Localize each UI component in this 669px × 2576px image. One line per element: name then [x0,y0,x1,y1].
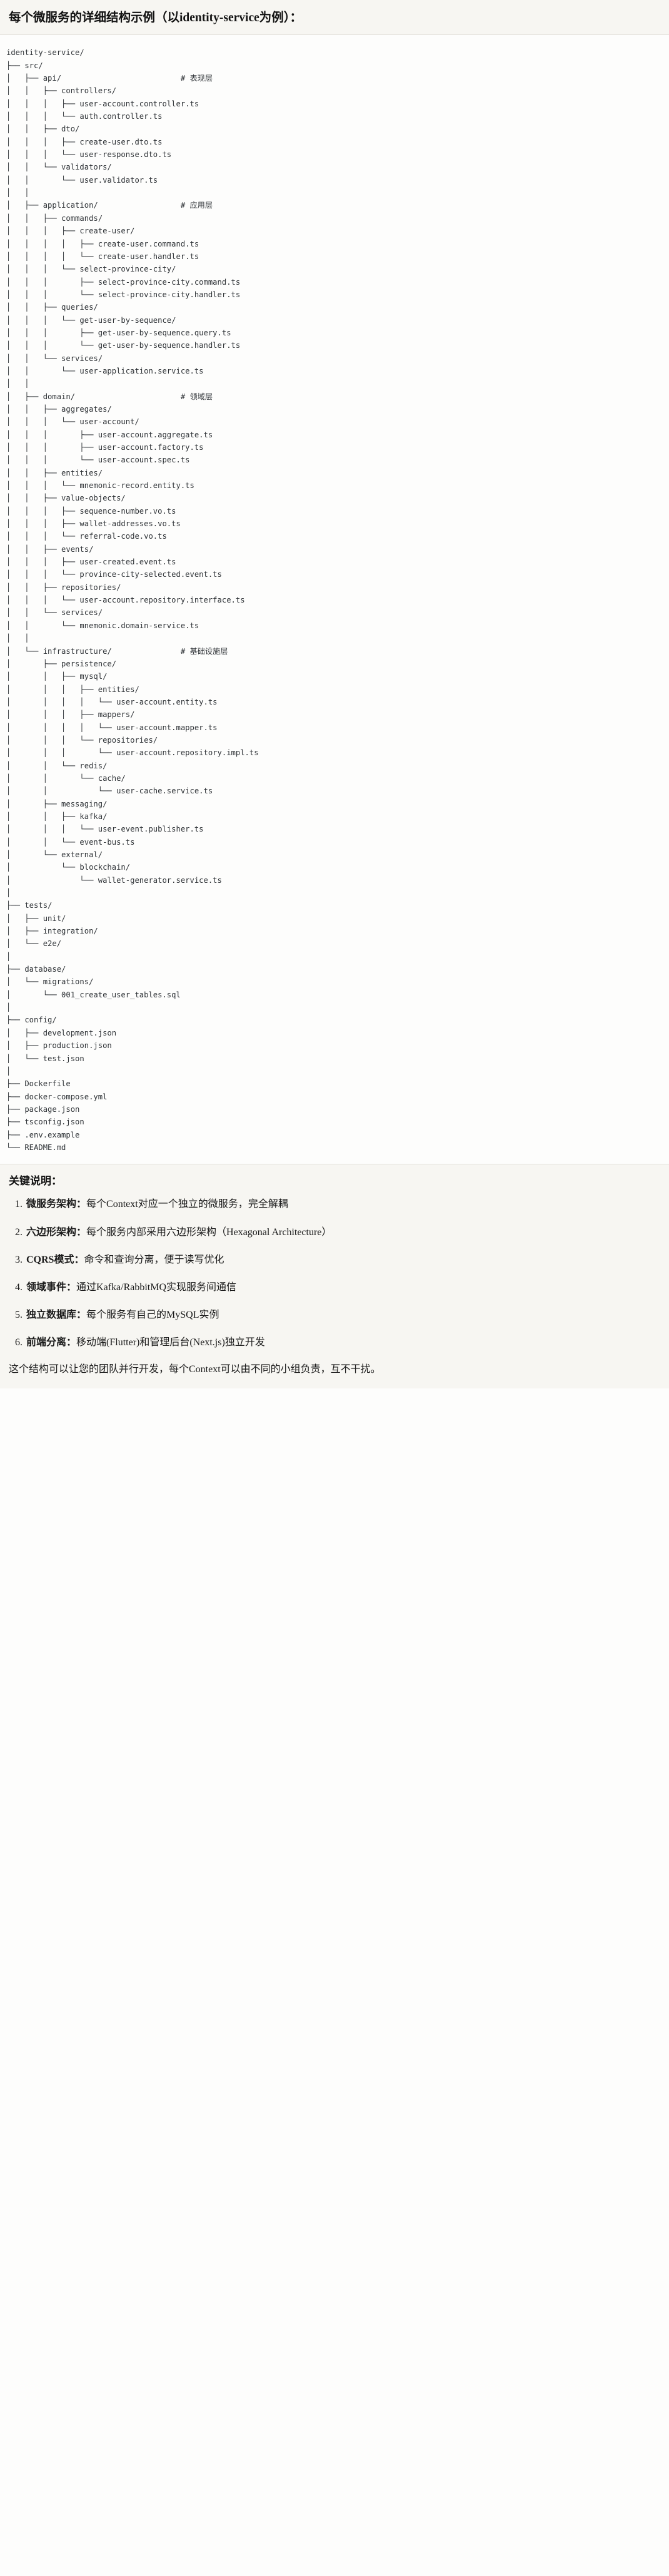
note-term: 微服务架构 [26,1199,77,1210]
note-term: 独立数据库 [26,1310,77,1321]
note-term: 领域事件 [26,1281,67,1293]
note-separator: ： [76,1310,87,1321]
list-item: 微服务架构：每个Context对应一个独立的微服务，完全解耦 [25,1197,660,1211]
key-notes-title: 关键说明： [9,1175,62,1188]
key-notes-list: 微服务架构：每个Context对应一个独立的微服务，完全解耦 六边形架构：每个服… [9,1197,660,1350]
note-separator: ： [66,1281,77,1293]
list-item: 领域事件：通过Kafka/RabbitMQ实现服务间通信 [25,1280,660,1295]
directory-tree: identity-service/ ├── src/ │ ├── api/ # … [6,48,259,1152]
list-item: 独立数据库：每个服务有自己的MySQL实例 [25,1308,660,1322]
document-header: 每个微服务的详细结构示例（以identity-service为例）： [0,0,669,36]
note-separator: ： [76,1199,87,1210]
page-title: 每个微服务的详细结构示例（以identity-service为例）： [9,11,303,24]
note-description: 每个服务有自己的MySQL实例 [86,1310,219,1321]
note-description: 通过Kafka/RabbitMQ实现服务间通信 [76,1281,237,1293]
note-separator: ： [66,1337,77,1348]
list-item: 六边形架构：每个服务内部采用六边形架构（Hexagonal Architectu… [25,1225,660,1240]
note-term: CQRS模式 [26,1254,74,1265]
note-description: 每个Context对应一个独立的微服务，完全解耦 [86,1199,288,1210]
note-description: 命令和查询分离，便于读写优化 [84,1254,224,1265]
note-description: 每个服务内部采用六边形架构（Hexagonal Architecture） [86,1226,332,1238]
note-term: 六边形架构 [26,1226,77,1238]
note-separator: ： [76,1226,87,1238]
note-separator: ： [74,1254,84,1265]
note-description: 移动端(Flutter)和管理后台(Next.js)独立开发 [76,1337,265,1348]
closing-paragraph: 这个结构可以让您的团队并行开发，每个Context可以由不同的小组负责，互不干扰… [9,1364,381,1375]
key-notes-section: 关键说明： 微服务架构：每个Context对应一个独立的微服务，完全解耦 六边形… [0,1164,669,1389]
directory-tree-block: identity-service/ ├── src/ │ ├── api/ # … [0,35,669,1164]
note-term: 前端分离 [26,1337,67,1348]
list-item: CQRS模式：命令和查询分离，便于读写优化 [25,1253,660,1267]
list-item: 前端分离：移动端(Flutter)和管理后台(Next.js)独立开发 [25,1335,660,1350]
